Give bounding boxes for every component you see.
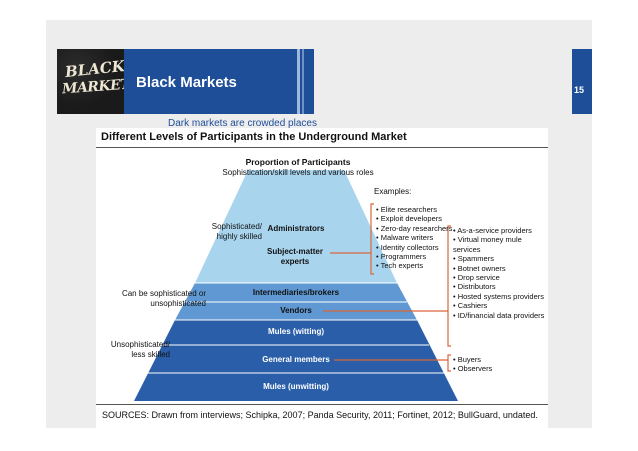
example-vendors-item: Distributors [453, 282, 545, 291]
example-experts-item: Malware writers [376, 233, 456, 242]
label-mixed: Can be sophisticated or unsophisticated [121, 289, 206, 308]
example-experts-item: Exploit developers [376, 214, 456, 223]
examples-experts-list: Elite researchers Exploit developers Zer… [376, 205, 456, 271]
example-experts-item: Programmers [376, 252, 456, 261]
example-vendors-item: Hosted systems providers [453, 292, 545, 301]
figure-title: Different Levels of Participants in the … [101, 131, 407, 143]
pyramid-apex [195, 170, 397, 283]
label-sophisticated: Sophisticated/ highly skilled [211, 222, 262, 241]
example-members-item: Buyers [453, 355, 533, 364]
title-bar-stripe-2 [302, 49, 304, 114]
figure-bottom-rule [96, 404, 548, 405]
tier-general-members: General members [262, 355, 330, 364]
tier-subject-matter-experts: Subject-matter experts [266, 247, 323, 266]
figure-caption: Dark markets are crowded places [168, 118, 317, 129]
tier-administrators: Administrators [267, 224, 325, 233]
example-vendors-item: Virtual money mule services [453, 235, 545, 254]
bracket-experts [370, 203, 374, 275]
example-experts-item: Tech experts [376, 261, 456, 270]
example-vendors-item: Drop service [453, 273, 545, 282]
proportion-heading: Proportion of Participants [245, 157, 351, 167]
figure-sources: SOURCES: Drawn from interviews; Schipka,… [102, 410, 538, 420]
figure-top-rule [96, 147, 548, 148]
page-number-box [572, 49, 592, 114]
tier-mules-witting: Mules (witting) [268, 327, 324, 336]
example-vendors-item: Cashiers [453, 301, 545, 310]
bracket-members [447, 354, 451, 372]
example-experts-item: Zero-day researchers [376, 224, 456, 233]
example-experts-item: Elite researchers [376, 205, 456, 214]
proportion-subheading: Sophistication/skill levels and various … [222, 168, 374, 177]
participants-figure: Different Levels of Participants in the … [96, 128, 548, 428]
examples-vendors-list: As-a-service providers Virtual money mul… [453, 226, 545, 320]
logo-chalk-texture [57, 49, 124, 114]
examples-members-list: Buyers Observers [453, 355, 533, 374]
example-experts-item: Identity collectors [376, 243, 456, 252]
slide-title: Black Markets [136, 74, 237, 91]
example-vendors-item: Botnet owners [453, 264, 545, 273]
page-number: 15 [574, 85, 585, 95]
tier-vendors: Vendors [280, 306, 312, 315]
example-members-item: Observers [453, 364, 533, 373]
tier-mules-unwitting: Mules (unwitting) [263, 382, 329, 391]
example-vendors-item: As-a-service providers [453, 226, 545, 235]
examples-label: Examples: [374, 187, 412, 196]
example-vendors-item: Spammers [453, 254, 545, 263]
tier-intermediaries: Intermediaries/brokers [252, 288, 340, 297]
example-vendors-item: ID/financial data providers [453, 311, 545, 320]
pyramid-diagram [134, 170, 458, 401]
black-market-logo: BLACK MARKET [57, 49, 124, 114]
pyramid-tier-bottom [134, 320, 458, 401]
title-bar-stripe [297, 49, 300, 114]
label-unsophisticated: Unsophisticated/ less skilled [110, 340, 170, 359]
